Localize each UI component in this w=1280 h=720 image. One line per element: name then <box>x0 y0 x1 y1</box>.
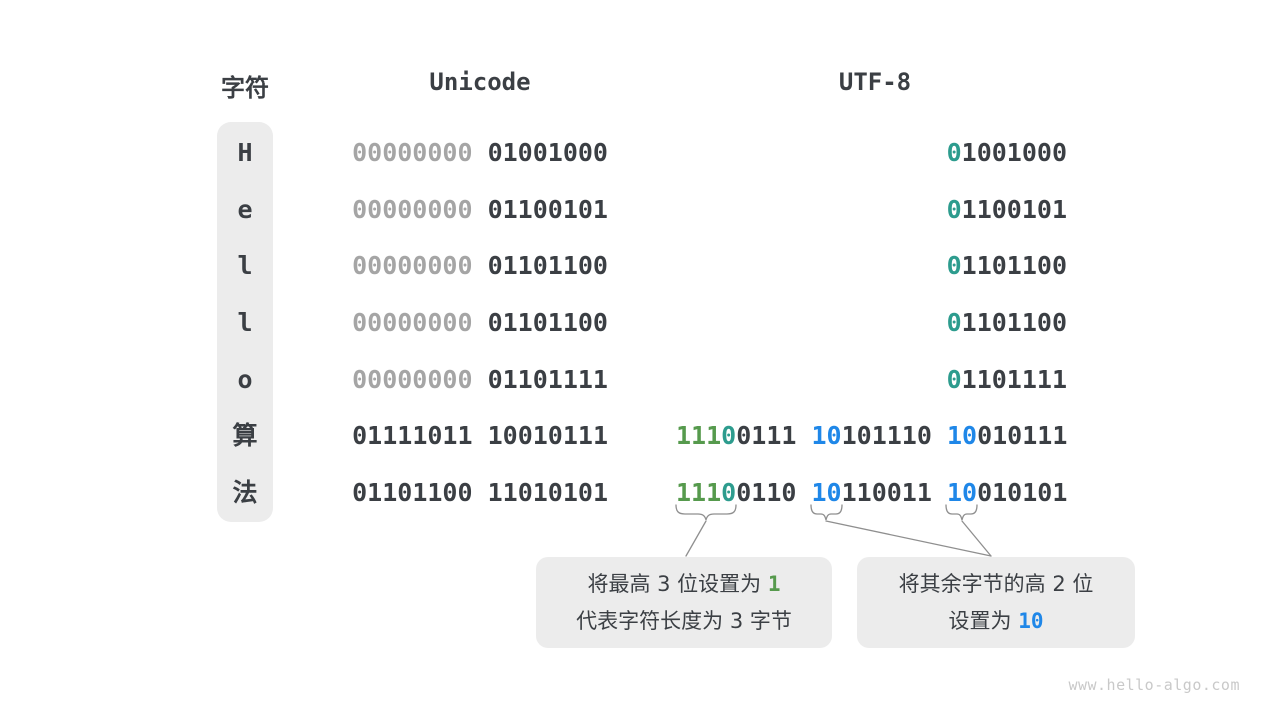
unicode-binary: 00000000 01101111 <box>352 363 608 397</box>
binary-segment: 0 <box>946 365 962 394</box>
char-cell: e <box>237 195 253 224</box>
unicode-binary: 00000000 01001000 <box>352 136 608 170</box>
connector-line-right-a <box>825 520 992 557</box>
binary-segment <box>473 308 488 337</box>
callout-left-line2-text: 代表字符长度为 3 字节 <box>576 608 792 633</box>
utf8-binary: 01001000 <box>676 136 1067 170</box>
callout-continuation-bits: 将其余字节的高 2 位 设置为 10 <box>857 557 1135 648</box>
binary-segment: 00000000 <box>352 195 473 224</box>
binary-segment: 01101111 <box>487 365 608 394</box>
binary-segment: 00000000 <box>352 308 473 337</box>
connector-line-right-b <box>961 520 992 557</box>
binary-segment: 10 <box>946 421 978 450</box>
binary-segment: 01001000 <box>487 138 608 167</box>
callout-left-line1: 将最高 3 位设置为 1 <box>536 566 832 603</box>
binary-segment: 1101100 <box>961 251 1067 280</box>
char-cell: 法 <box>232 478 258 507</box>
unicode-binary: 01101100 11010101 <box>352 476 608 510</box>
utf8-binary: 01101111 <box>676 363 1067 397</box>
unicode-binary: 01111011 10010111 <box>352 419 608 453</box>
binary-segment: 01101100 <box>487 308 608 337</box>
char-cell: 算 <box>232 421 258 450</box>
callout-right-line2-text: 设置为 <box>948 608 1019 633</box>
binary-segment: 1101111 <box>961 365 1067 394</box>
binary-segment: 1100101 <box>961 195 1067 224</box>
callout-right-line2: 设置为 10 <box>857 603 1135 640</box>
binary-segment: 0 <box>721 421 737 450</box>
binary-segment: 00000000 <box>352 138 473 167</box>
unicode-binary: 00000000 01101100 <box>352 306 608 340</box>
utf8-binary: 01100101 <box>676 193 1067 227</box>
binary-segment: 0 <box>946 251 962 280</box>
char-cell: H <box>237 138 253 167</box>
binary-segment: 110011 <box>841 478 947 507</box>
char-cell: l <box>237 251 253 280</box>
utf8-binary: 01101100 <box>676 249 1067 283</box>
binary-segment <box>473 251 488 280</box>
binary-segment <box>473 365 488 394</box>
callout-left-highlight: 1 <box>767 571 781 596</box>
utf8-binary: 01101100 <box>676 306 1067 340</box>
binary-segment: 101110 <box>841 421 947 450</box>
binary-segment: 1001000 <box>961 138 1067 167</box>
binary-segment: 111 <box>676 421 722 450</box>
binary-segment: 0 <box>946 308 962 337</box>
column-header-utf8: UTF-8 <box>838 68 912 96</box>
binary-segment: 0 <box>946 138 962 167</box>
callout-right-highlight: 10 <box>1018 608 1044 633</box>
binary-segment: 01101100 11010101 <box>352 478 608 507</box>
binary-segment: 01101100 <box>487 251 608 280</box>
binary-segment: 1101100 <box>961 308 1067 337</box>
utf8-binary: 11100111 10101110 10010111 <box>676 419 1067 453</box>
binary-segment: 10 <box>811 421 842 450</box>
binary-segment: 0111 <box>736 421 812 450</box>
binary-segment: 00000000 <box>352 365 473 394</box>
binary-segment: 111 <box>676 478 722 507</box>
binary-segment: 10 <box>811 478 842 507</box>
unicode-binary: 00000000 01100101 <box>352 193 608 227</box>
binary-segment <box>473 195 488 224</box>
utf8-binary: 11100110 10110011 10010101 <box>676 476 1067 510</box>
callout-right-line1: 将其余字节的高 2 位 <box>857 566 1135 603</box>
connector-line-left <box>685 520 707 557</box>
binary-segment: 0 <box>946 195 962 224</box>
column-header-unicode: Unicode <box>429 68 531 96</box>
callout-left-line2: 代表字符长度为 3 字节 <box>536 603 832 640</box>
char-column-background <box>217 122 273 522</box>
binary-segment: 00000000 <box>352 251 473 280</box>
site-watermark: www.hello-algo.com <box>1068 676 1240 694</box>
callout-right-line1-text: 将其余字节的高 2 位 <box>898 571 1094 596</box>
binary-segment: 010111 <box>977 421 1068 450</box>
char-cell: l <box>237 308 253 337</box>
callout-left-line1-text: 将最高 3 位设置为 <box>587 571 768 596</box>
binary-segment: 10 <box>946 478 978 507</box>
binary-segment: 0 <box>721 478 737 507</box>
binary-segment: 010101 <box>977 478 1068 507</box>
binary-segment: 01100101 <box>487 195 608 224</box>
column-header-char: 字符 <box>221 74 269 102</box>
binary-segment <box>473 138 488 167</box>
binary-segment: 01111011 10010111 <box>352 421 608 450</box>
callout-leading-bits: 将最高 3 位设置为 1 代表字符长度为 3 字节 <box>536 557 832 648</box>
char-cell: o <box>237 365 253 394</box>
unicode-binary: 00000000 01101100 <box>352 249 608 283</box>
binary-segment: 0110 <box>736 478 812 507</box>
